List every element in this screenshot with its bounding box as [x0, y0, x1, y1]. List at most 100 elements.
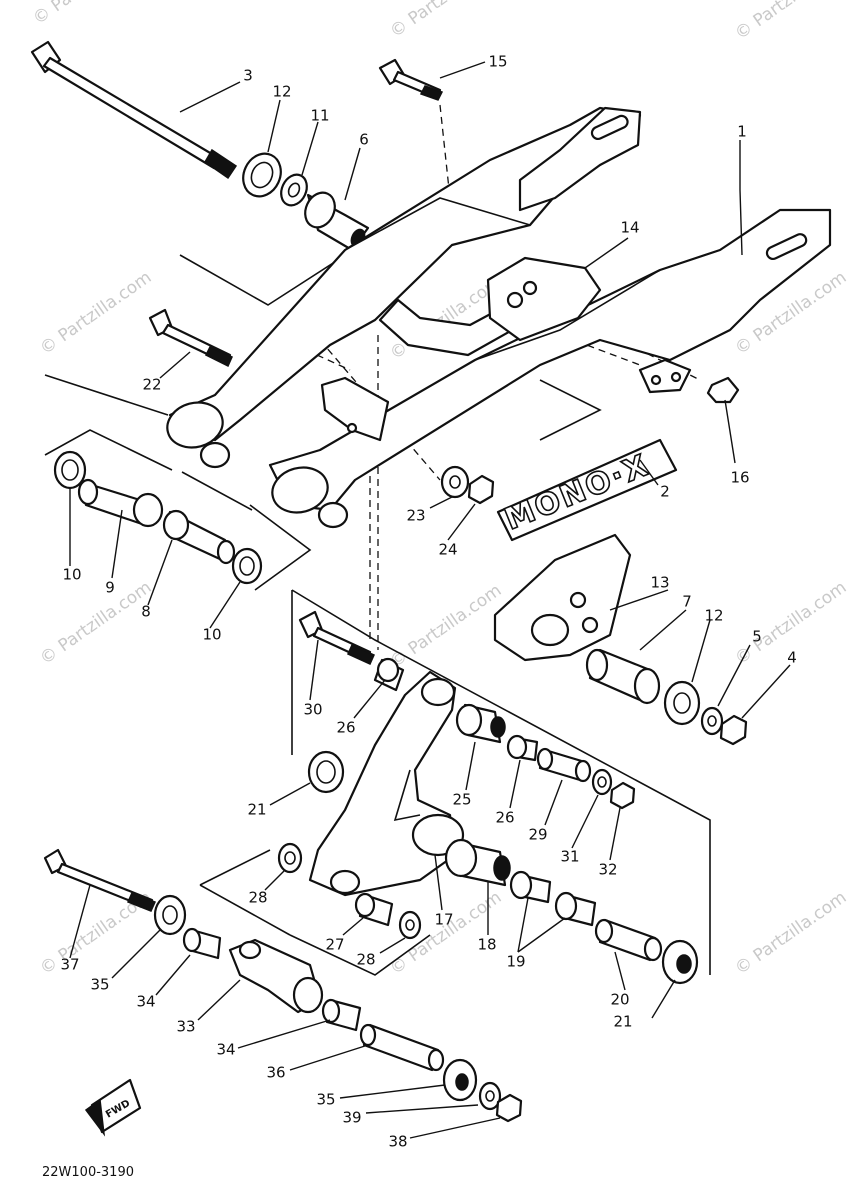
callout-labels: 1 2 3 4 5 6 7 8 9 10 10 11 12 12 13 14 1… — [60, 53, 796, 1151]
seal-21-lower — [661, 939, 699, 985]
seal-10-upper — [53, 450, 87, 490]
bolt-37 — [43, 848, 157, 912]
callout-36: 36 — [266, 1064, 285, 1082]
nut-32 — [609, 781, 636, 810]
nut-16 — [706, 376, 740, 404]
bushing-8 — [162, 509, 236, 565]
bolt-30 — [298, 610, 375, 665]
seal-35-upper — [153, 894, 187, 936]
washer-5 — [700, 706, 724, 736]
callout-16: 16 — [730, 469, 749, 487]
callout-23: 23 — [406, 507, 425, 525]
fwd-arrow-icon: FWD — [84, 1078, 142, 1137]
washer-11 — [280, 173, 308, 207]
callout-18: 18 — [477, 936, 496, 954]
watermark: © Partzilla.com — [731, 887, 850, 979]
watermark: © Partzilla.com — [29, 0, 148, 29]
bearing-34-upper — [182, 927, 222, 960]
callout-35: 35 — [316, 1091, 335, 1109]
callout-4: 4 — [787, 649, 797, 667]
callout-21: 21 — [613, 1013, 632, 1031]
washer-39 — [478, 1081, 502, 1111]
callout-12: 12 — [704, 607, 723, 625]
chain-protector-13 — [493, 533, 632, 662]
callout-35: 35 — [90, 976, 109, 994]
callout-31: 31 — [560, 848, 579, 866]
callout-2: 2 — [660, 483, 670, 501]
callout-8: 8 — [141, 603, 151, 621]
callout-38: 38 — [388, 1133, 407, 1151]
callout-25: 25 — [452, 791, 471, 809]
callout-34: 34 — [216, 1041, 235, 1059]
watermark: © Partzilla.com — [36, 577, 155, 669]
callout-15: 15 — [488, 53, 507, 71]
callout-22: 22 — [142, 376, 161, 394]
callout-30: 30 — [303, 701, 322, 719]
callout-3: 3 — [243, 67, 253, 85]
nut-38 — [495, 1093, 523, 1123]
callout-1: 1 — [737, 123, 747, 141]
callout-13: 13 — [650, 574, 669, 592]
dust-seal-12 — [242, 152, 282, 198]
callout-11: 11 — [310, 107, 329, 125]
callout-28: 28 — [248, 889, 267, 907]
locator-lines — [44, 237, 711, 976]
washer-23 — [440, 465, 470, 499]
bearing-18 — [444, 838, 511, 887]
bearing-19-b — [554, 891, 597, 927]
callout-24: 24 — [438, 541, 457, 559]
collar-27 — [354, 892, 394, 927]
callout-34: 34 — [136, 993, 155, 1011]
bolt-15 — [378, 58, 444, 101]
collar-9 — [77, 478, 164, 528]
seal-10-lower — [231, 547, 263, 585]
leader-lines — [69, 61, 791, 1139]
brand-decal-text: MONO·X — [500, 448, 655, 538]
bearing-34-lower — [321, 998, 362, 1032]
callout-6: 6 — [359, 131, 369, 149]
washer-31 — [591, 768, 613, 796]
connecting-rod-33 — [228, 938, 324, 1014]
bushing-6 — [304, 191, 370, 252]
callout-26: 26 — [495, 809, 514, 827]
watermark: © Partzilla.com — [386, 0, 505, 42]
callout-19: 19 — [506, 953, 525, 971]
spacer-29 — [536, 747, 592, 783]
collar-26-lower — [506, 734, 539, 762]
seal-35-lower — [442, 1058, 478, 1102]
callout-26: 26 — [336, 719, 355, 737]
drawing-code: 22W100-3190 — [42, 1165, 134, 1180]
collar-26-upper — [373, 657, 405, 692]
callout-29: 29 — [528, 826, 547, 844]
bearing-19-a — [509, 870, 552, 904]
spacer-20 — [594, 918, 663, 962]
callout-14: 14 — [620, 219, 639, 237]
watermark: © Partzilla.com — [386, 580, 505, 672]
callout-27: 27 — [325, 936, 344, 954]
callout-20: 20 — [610, 991, 629, 1009]
bearing-25 — [455, 703, 506, 744]
seal-21-upper — [307, 750, 345, 794]
seal-28-lower — [398, 910, 422, 940]
pivot-bolt-3 — [30, 40, 238, 180]
watermark: © Partzilla.com — [36, 267, 155, 359]
callout-9: 9 — [105, 579, 115, 597]
callout-7: 7 — [682, 593, 692, 611]
seal-28-upper — [277, 842, 303, 874]
callout-12: 12 — [272, 83, 291, 101]
chain-guide-14 — [486, 256, 602, 342]
relay-arm-17 — [308, 670, 465, 897]
callout-32: 32 — [598, 861, 617, 879]
nut-4 — [719, 714, 748, 746]
collar-7 — [585, 648, 661, 705]
callout-33: 33 — [176, 1018, 195, 1036]
callout-10: 10 — [62, 566, 81, 584]
nut-24 — [467, 474, 495, 505]
callout-10: 10 — [202, 626, 221, 644]
seal-12-lower — [663, 680, 701, 726]
callout-28: 28 — [356, 951, 375, 969]
callout-39: 39 — [342, 1109, 361, 1127]
bolt-22 — [148, 308, 233, 368]
collar-36 — [359, 1023, 445, 1072]
